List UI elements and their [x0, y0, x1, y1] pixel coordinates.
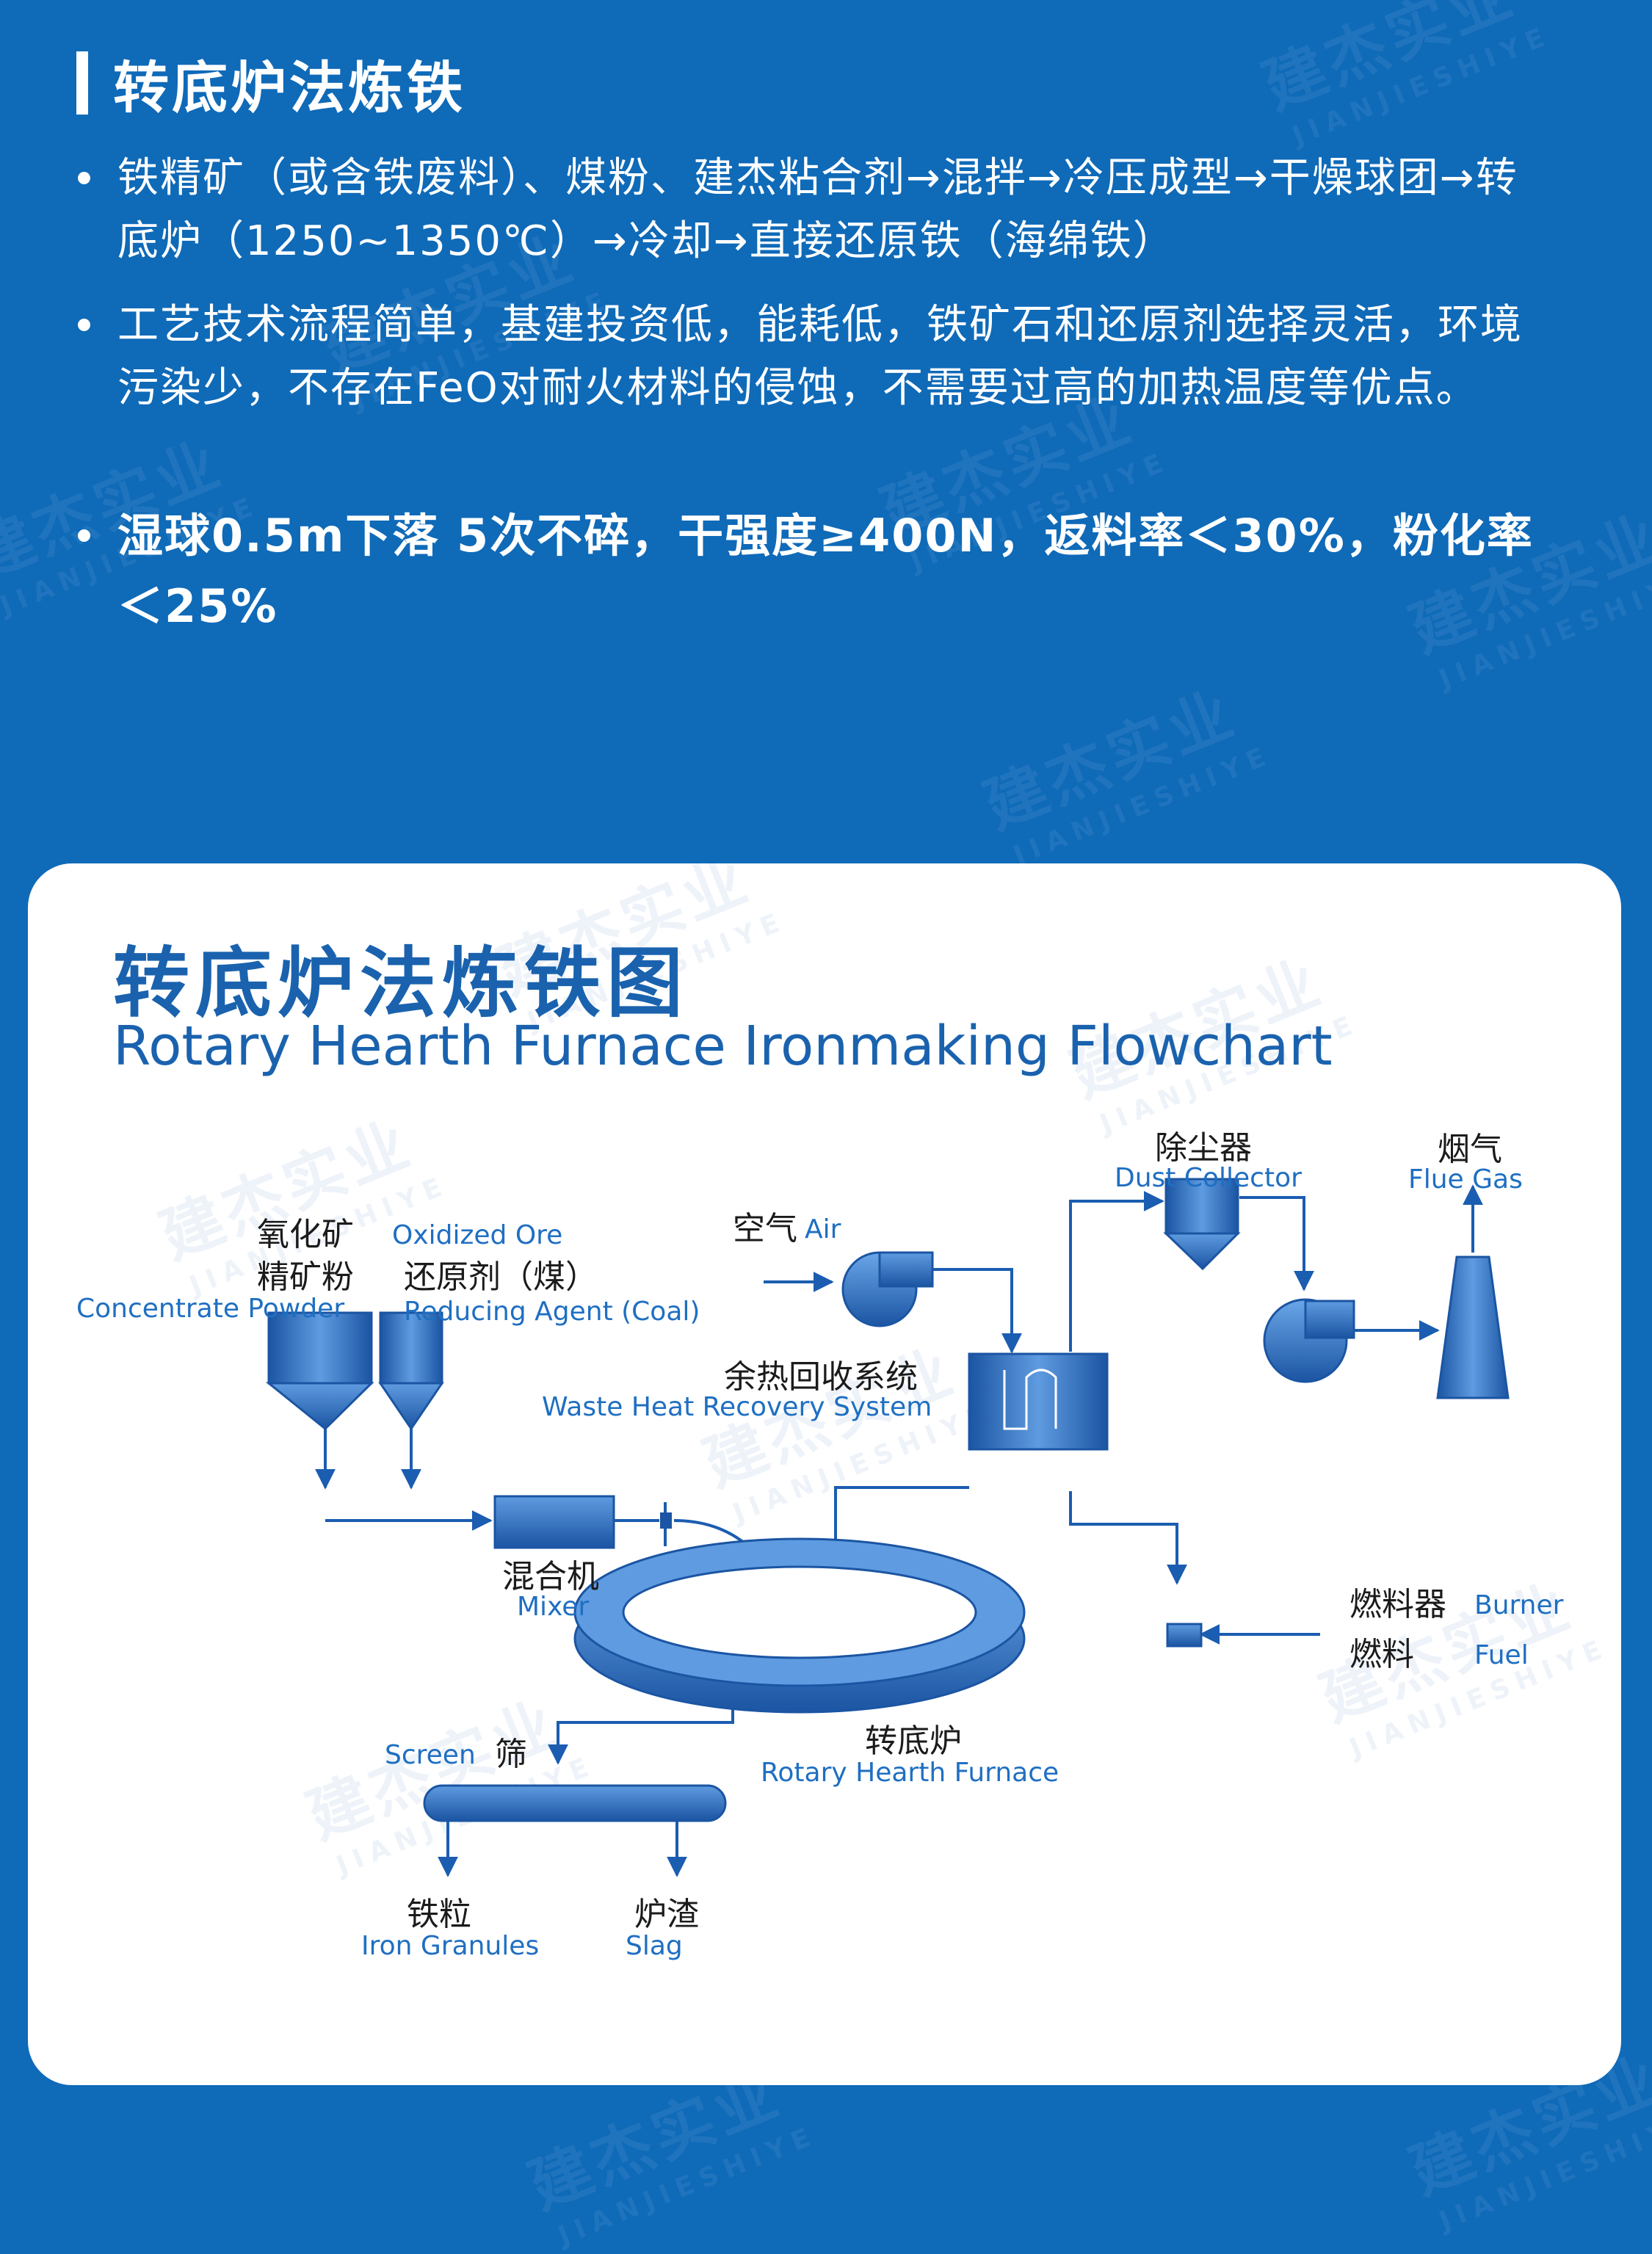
- bullet-dot-icon: [78, 529, 90, 542]
- label-air-en: Air: [805, 1214, 841, 1244]
- screen-unit: [423, 1784, 727, 1822]
- feeder-valve-body: [660, 1512, 672, 1529]
- label-screen-cn: 筛: [495, 1736, 527, 1773]
- label-slag-en: Slag: [626, 1931, 683, 1961]
- dust-collector-unit: [1163, 1178, 1241, 1271]
- label-burner-cn: 燃料器: [1350, 1586, 1446, 1623]
- flowchart-title-cn: 转底炉法炼铁图: [113, 938, 689, 1028]
- label-slag-cn: 炉渣: [634, 1896, 699, 1933]
- title-accent-bar: [76, 51, 88, 115]
- arrow-fan-to-wasteheat: [931, 1268, 1022, 1354]
- label-iron-granules-cn: 铁粒: [407, 1896, 471, 1933]
- air-fan: [841, 1251, 934, 1327]
- label-rhf-en: Rotary Hearth Furnace: [761, 1758, 1059, 1788]
- label-reducing-agent-cn: 还原剂（煤）: [404, 1258, 598, 1296]
- bullet-process: 铁精矿（或含铁废料）、煤粉、建杰粘合剂→混拌→冷压成型→干燥球团→转底炉（125…: [73, 147, 1542, 273]
- bullet-performance: 湿球0.5m下落 5次不碎，干强度≥400N，返料率＜30%，粉化率＜25%: [73, 501, 1542, 642]
- label-flue-gas-en: Flue Gas: [1408, 1164, 1523, 1195]
- hopper-bins: [265, 1311, 444, 1431]
- arrow-wasteheat-to-burner: [1069, 1491, 1187, 1585]
- bullet-list: 铁精矿（或含铁废料）、煤粉、建杰粘合剂→混拌→冷压成型→干燥球团→转底炉（125…: [73, 147, 1542, 642]
- label-concentrate-cn: 精矿粉: [257, 1258, 354, 1296]
- label-oxidized-ore-cn: 氧化矿: [257, 1216, 354, 1253]
- label-waste-heat-cn: 余热回收系统: [724, 1358, 918, 1396]
- diagram-labels: 氧化矿 Oxidized Ore 精矿粉 Concentrate Powder …: [76, 1129, 1564, 1961]
- burner-unit: [1166, 1623, 1203, 1648]
- arrow-dust-to-fan: [1239, 1196, 1314, 1291]
- label-mixer-cn: 混合机: [502, 1558, 599, 1595]
- label-fuel-en: Fuel: [1474, 1640, 1529, 1670]
- flowchart-title-en: Rotary Hearth Furnace Ironmaking Flowcha…: [113, 1015, 1333, 1078]
- arrow-wasteheat-to-dust: [1069, 1191, 1164, 1352]
- label-oxidized-ore-en: Oxidized Ore: [392, 1220, 562, 1250]
- bullet-advantages: 工艺技术流程简单，基建投资低，能耗低，铁矿石和还原剂选择灵活，环境污染少，不存在…: [73, 294, 1542, 420]
- mixer-unit: [493, 1495, 615, 1549]
- bullet-dot-icon: [78, 172, 90, 184]
- exhaust-fan: [1263, 1298, 1355, 1383]
- label-burner-en: Burner: [1474, 1590, 1564, 1620]
- waste-heat-unit: [968, 1352, 1109, 1451]
- bullet-dot-icon: [78, 319, 90, 331]
- label-flue-gas-cn: 烟气: [1438, 1131, 1502, 1168]
- label-concentrate-en: Concentrate Powder: [76, 1294, 344, 1324]
- label-dust-collector-cn: 除尘器: [1155, 1129, 1252, 1167]
- flowchart-diagram: 氧化矿 Oxidized Ore 精矿粉 Concentrate Powder …: [76, 1129, 1564, 1961]
- hopper-ore-cone: [265, 1382, 374, 1431]
- label-dust-collector-en: Dust Collector: [1115, 1163, 1302, 1193]
- hopper-coal: [379, 1311, 443, 1385]
- arrow-furnace-to-screen: [548, 1708, 734, 1765]
- chimney-stack: [1436, 1255, 1510, 1399]
- label-screen-en: Screen: [385, 1740, 476, 1770]
- label-mixer-en: Mixer: [517, 1592, 589, 1622]
- label-waste-heat-en: Waste Heat Recovery System: [542, 1392, 932, 1422]
- rotary-hearth-furnace: [573, 1537, 1203, 1714]
- label-air-cn: 空气: [733, 1210, 797, 1247]
- hopper-coal-cone: [378, 1382, 444, 1431]
- label-reducing-agent-en: Reducing Agent (Coal): [404, 1297, 700, 1327]
- hopper-ore: [267, 1311, 373, 1385]
- label-fuel-cn: 燃料: [1350, 1636, 1414, 1673]
- label-iron-granules-en: Iron Granules: [361, 1931, 539, 1961]
- label-rhf-cn: 转底炉: [865, 1722, 962, 1760]
- section-title: 转底炉法炼铁: [76, 51, 465, 120]
- page-title: 转底炉法炼铁: [113, 55, 465, 120]
- flow-lines: [315, 1184, 1483, 1877]
